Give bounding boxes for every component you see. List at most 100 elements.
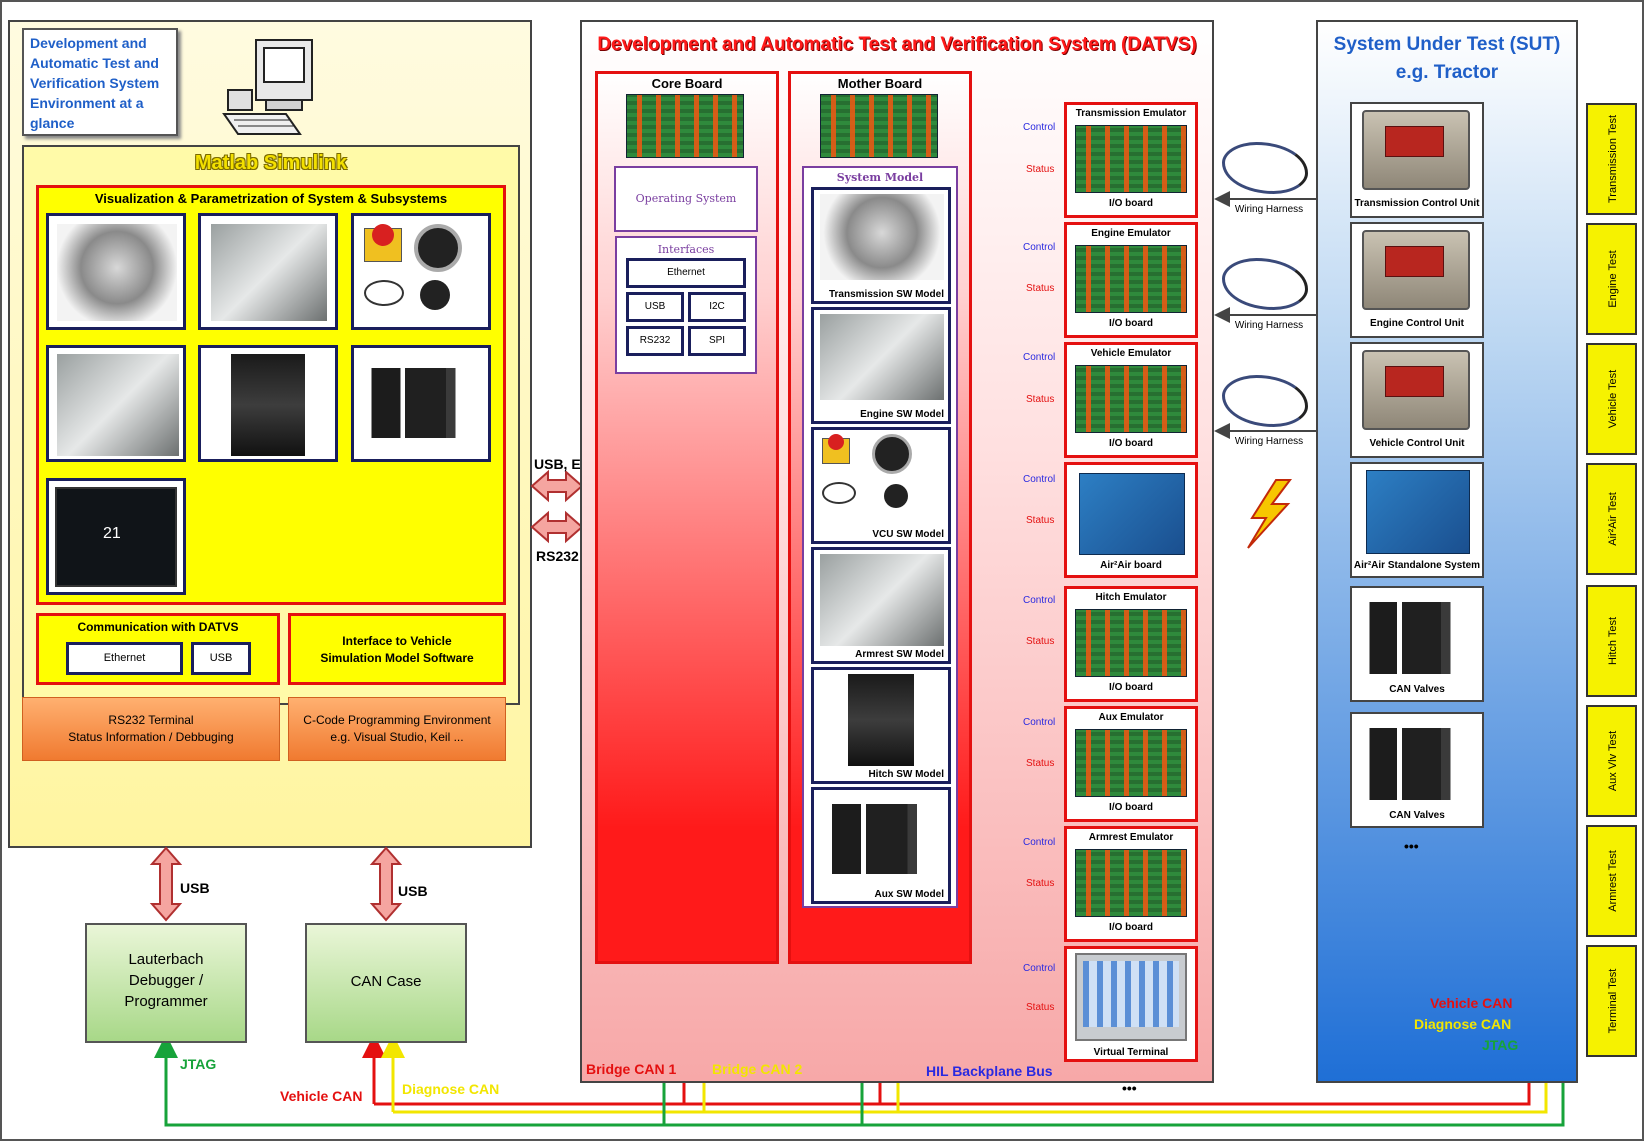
usb-right-label: USB (398, 883, 428, 899)
legend-vehicle-can: Vehicle CAN (1430, 995, 1513, 1011)
sw-model-hitch: Hitch SW Model (811, 667, 951, 784)
sut-title-1: System Under Test (SUT) (1333, 34, 1561, 55)
harness-label-1: Wiring Harness (1234, 204, 1304, 215)
can-case-label: CAN Case (350, 973, 422, 990)
if-usb-label: USB (644, 301, 666, 312)
system-model-title: System Model (836, 171, 924, 184)
intro-box: Development and Automatic Test and Verif… (22, 28, 178, 136)
bridge-can-2-label: Bridge CAN 2 (712, 1061, 803, 1077)
harness-2 (1222, 258, 1308, 310)
harness-label-3: Wiring Harness (1234, 436, 1304, 447)
if-i2c: I2C (688, 292, 746, 322)
side-tab-vehicle[interactable]: Vehicle Test (1586, 343, 1637, 455)
usb-ethernet-arrow (530, 469, 584, 503)
side-tab-engine[interactable]: Engine Test (1586, 223, 1637, 335)
emulator-virtual-terminal: Virtual Terminal (1064, 946, 1198, 1062)
if-rs232: RS232 (626, 326, 684, 356)
sut-title-2: e.g. Tractor (1395, 62, 1499, 83)
matlab-title: Matlab Simulink (194, 152, 348, 174)
visualization-title: Visualization & Parametrization of Syste… (94, 191, 448, 206)
lauterbach-line-2: Debugger / (128, 972, 204, 989)
emulator-vehicle: Vehicle Emulator I/O board (1064, 342, 1198, 458)
side-tab-terminal[interactable]: Terminal Test (1586, 945, 1637, 1057)
thumb-engine (198, 213, 338, 330)
datvs-ellipsis: ••• (1122, 1080, 1137, 1096)
sw-model-transmission: Transmission SW Model (811, 187, 951, 304)
side-tab-hitch[interactable]: Hitch Test (1586, 585, 1637, 697)
if-spi-label: SPI (708, 335, 726, 346)
sw-model-label-aux: Aux SW Model (874, 889, 944, 900)
sw-model-label-hitch: Hitch SW Model (868, 769, 944, 780)
emulator-engine: Engine Emulator I/O board (1064, 222, 1198, 338)
thumb-armrest (46, 345, 186, 462)
diagnose-can-label: Diagnose CAN (402, 1081, 500, 1097)
rs232-line-2: Status Information / Debbuging (68, 730, 234, 744)
if-ethernet-label: Ethernet (667, 267, 705, 278)
jtag-label: JTAG (180, 1056, 217, 1072)
lauterbach-box (85, 923, 247, 1043)
ccode-line-2: e.g. Visual Studio, Keil ... (330, 730, 464, 744)
comm-ethernet-button[interactable]: Ethernet (66, 642, 183, 675)
usb-right-arrow (369, 846, 403, 922)
sw-model-label-engine: Engine SW Model (860, 409, 944, 420)
intro-text: Development and Automatic Test and Verif… (30, 35, 160, 131)
core-board-image (626, 94, 744, 158)
rs232-terminal-box (22, 697, 280, 761)
mother-board-image (820, 94, 938, 158)
emulator-air2air: Air²Air board (1064, 462, 1198, 578)
emulator-armrest: Armrest Emulator I/O board (1064, 826, 1198, 942)
lauterbach-line-1: Lauterbach (128, 951, 204, 968)
side-tab-aux-vlv[interactable]: Aux Vlv Test (1586, 705, 1637, 817)
operating-system-label: Operating System (635, 192, 737, 205)
harness-label-2: Wiring Harness (1234, 320, 1304, 331)
sut-unit-transmission: Transmission Control Unit (1350, 102, 1484, 218)
mother-board-title: Mother Board (837, 76, 923, 91)
thumb-transmission (46, 213, 186, 330)
communication-title: Communication with DATVS (77, 620, 239, 634)
lauterbach-line-3: Programmer (124, 993, 208, 1010)
sw-model-engine: Engine SW Model (811, 307, 951, 424)
legend-jtag: JTAG (1482, 1037, 1519, 1053)
sw-model-label-armrest: Armrest SW Model (855, 649, 944, 660)
interface-text-2: Simulation Model Software (320, 651, 474, 665)
ccode-box (288, 697, 506, 761)
side-tab-transmission[interactable]: Transmission Test (1586, 103, 1637, 215)
side-tab-armrest[interactable]: Armrest Test (1586, 825, 1637, 937)
usb-left-label: USB (180, 880, 210, 896)
can-case-box (305, 923, 467, 1043)
comm-usb-label: USB (209, 652, 233, 664)
core-board-title: Core Board (651, 76, 723, 91)
operating-system-box (614, 166, 758, 232)
if-ethernet: Ethernet (626, 258, 746, 288)
sut-unit-engine: Engine Control Unit (1350, 222, 1484, 338)
interface-box (288, 613, 506, 685)
sw-model-label-vcu: VCU SW Model (872, 529, 944, 540)
thumb-terminal: 21 (46, 478, 186, 595)
interface-text-1: Interface to Vehicle (342, 634, 452, 648)
if-rs232-label: RS232 (639, 335, 671, 346)
sut-unit-can-valves-2: CAN Valves (1350, 712, 1484, 828)
sw-model-label-transmission: Transmission SW Model (828, 289, 944, 300)
thumb-aux-valves (351, 345, 491, 462)
sw-model-vcu: VCU SW Model (811, 427, 951, 544)
harness-1 (1222, 142, 1308, 194)
sut-ellipsis: ••• (1404, 838, 1419, 854)
bridge-can-1-label: Bridge CAN 1 (586, 1061, 677, 1077)
comm-usb-button[interactable]: USB (191, 642, 251, 675)
usb-left-arrow (149, 846, 183, 922)
side-tab-air2air[interactable]: Air²Air Test (1586, 463, 1637, 575)
ccode-line-1: C-Code Programming Environment (303, 713, 491, 727)
computer-icon (222, 39, 313, 135)
comm-ethernet-label: Ethernet (103, 652, 146, 664)
if-usb: USB (626, 292, 684, 322)
sw-model-armrest: Armrest SW Model (811, 547, 951, 664)
rs232-line-1: RS232 Terminal (108, 713, 194, 727)
interfaces-title: Interfaces (657, 243, 715, 256)
if-spi: SPI (688, 326, 746, 356)
sut-unit-can-valves-1: CAN Valves (1350, 586, 1484, 702)
emulator-transmission: Transmission Emulator I/O board (1064, 102, 1198, 218)
thumb-vcu-components (351, 213, 491, 330)
if-i2c-label: I2C (709, 301, 725, 312)
thumb-hitch (198, 345, 338, 462)
